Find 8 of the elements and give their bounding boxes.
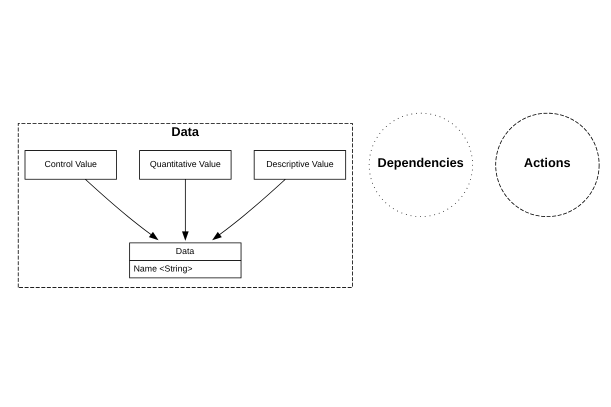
node-circle: Dependencies xyxy=(368,112,473,218)
node-circle: Actions xyxy=(495,112,600,218)
node-box: Descriptive Value xyxy=(254,150,346,180)
node-box: Quantitative Value xyxy=(139,150,232,180)
arrow xyxy=(84,178,159,240)
arrow xyxy=(182,178,189,241)
arrow xyxy=(212,178,286,240)
node-box: Control Value xyxy=(24,150,117,180)
